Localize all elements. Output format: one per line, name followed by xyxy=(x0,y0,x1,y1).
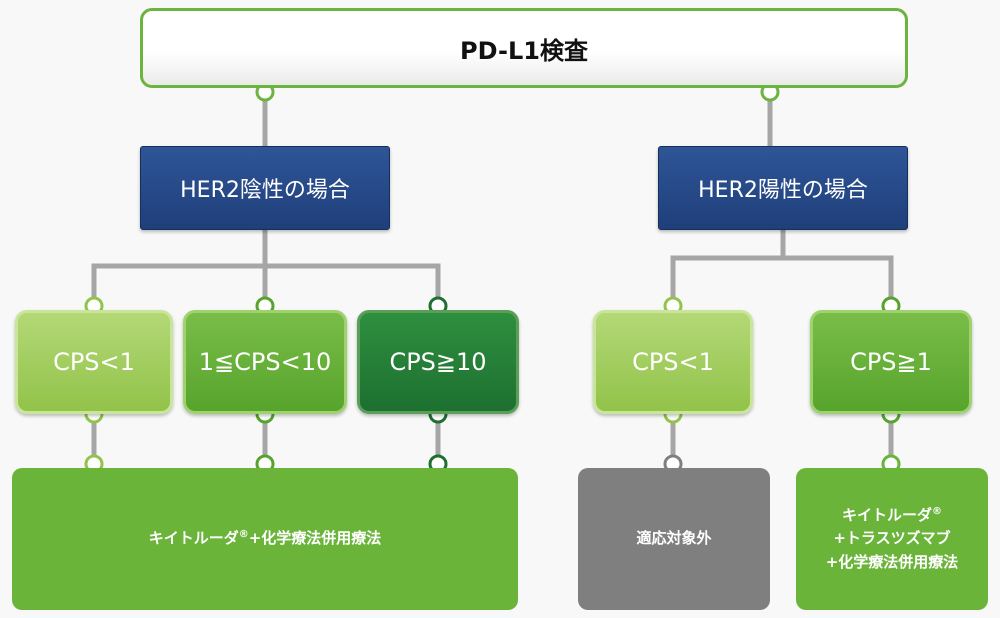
group-label: 1≦CPS<10 xyxy=(198,348,332,376)
group-neg-cps-ge10: CPS≧10 xyxy=(357,310,519,414)
registered-mark: ® xyxy=(238,529,249,541)
branch-her2-negative-label: HER2陰性の場合 xyxy=(180,178,350,203)
treatment-pos-cps-lt1: 適応対象外 xyxy=(578,468,770,610)
treatment-line-1: キイトルーダ® xyxy=(842,504,942,527)
branch-her2-negative: HER2陰性の場合 xyxy=(140,146,390,230)
treatment-line-3: +化学療法併用療法 xyxy=(825,552,959,571)
branch-her2-positive: HER2陽性の場合 xyxy=(658,146,908,230)
root-label: PD-L1検査 xyxy=(460,36,588,65)
treatment-line-2: +トラスツズマブ xyxy=(833,529,951,548)
treatment-pos-cps-ge1: キイトルーダ® +トラスツズマブ +化学療法併用療法 xyxy=(796,468,988,610)
group-label: CPS≧10 xyxy=(389,348,487,376)
group-label: CPS≧1 xyxy=(850,348,932,376)
root-node-pdl1-test: PD-L1検査 xyxy=(140,8,908,88)
branch-her2-positive-label: HER2陽性の場合 xyxy=(698,178,868,203)
drug-suffix: +化学療法併用療法 xyxy=(248,529,382,548)
registered-mark: ® xyxy=(932,506,942,518)
group-label: CPS<1 xyxy=(53,348,135,376)
group-pos-cps-ge1: CPS≧1 xyxy=(810,310,972,414)
treatment-line: キイトルーダ®+化学療法併用療法 xyxy=(149,527,382,550)
group-label: CPS<1 xyxy=(632,348,714,376)
drug-name: キイトルーダ xyxy=(841,506,932,525)
treatment-her2-negative: キイトルーダ®+化学療法併用療法 xyxy=(12,468,518,610)
group-neg-cps-lt1: CPS<1 xyxy=(15,310,173,414)
not-indicated-label: 適応対象外 xyxy=(636,529,712,548)
drug-name: キイトルーダ xyxy=(148,529,239,548)
group-pos-cps-lt1: CPS<1 xyxy=(593,310,753,414)
group-neg-cps-1-to-10: 1≦CPS<10 xyxy=(183,310,347,414)
